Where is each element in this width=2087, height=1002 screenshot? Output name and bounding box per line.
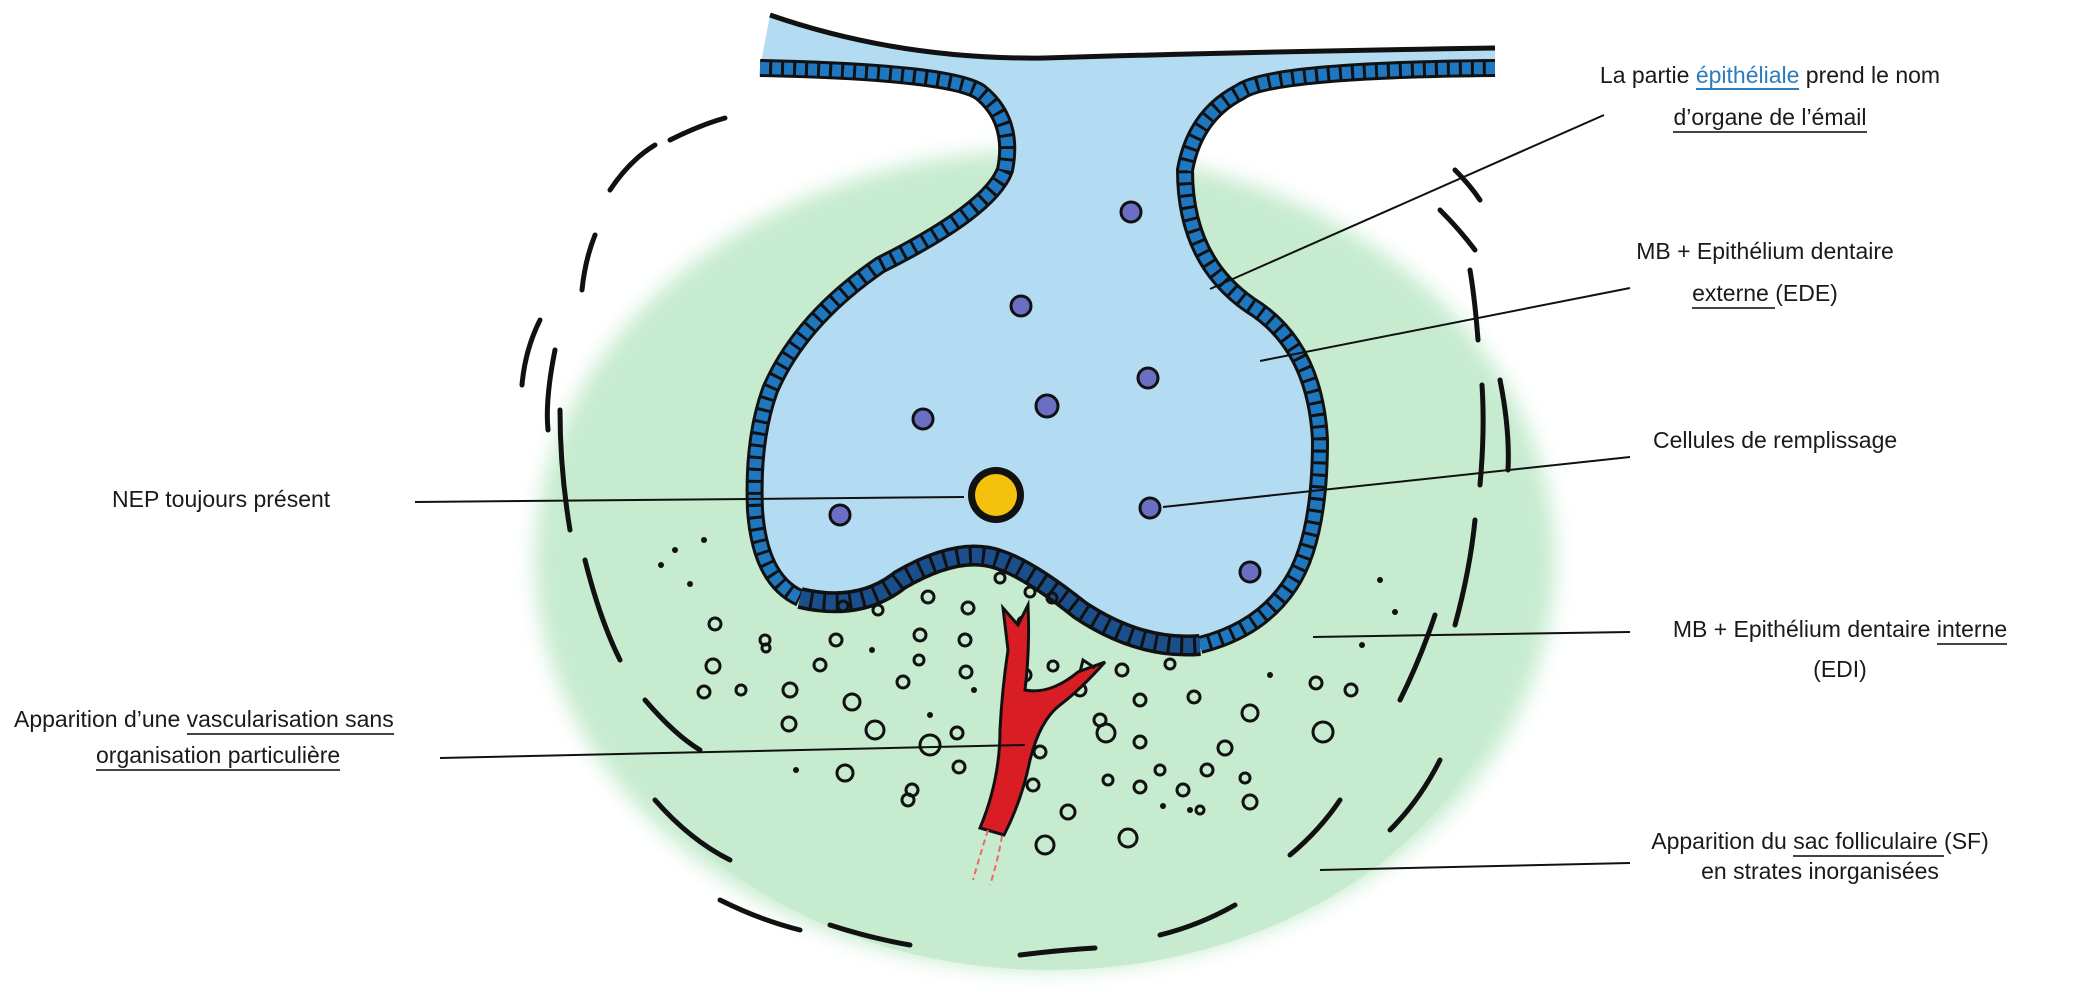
label-sac-line2: en strates inorganisées: [1620, 856, 2020, 886]
label-sac: Apparition du sac folliculaire (SF) en s…: [1620, 826, 2020, 886]
label-ede-line1: MB + Epithélium dentaire: [1600, 236, 1930, 266]
label-edi-interne: interne: [1937, 616, 2007, 645]
label-nep: NEP toujours présent: [112, 484, 330, 514]
label-epithelial: La partie épithéliale prend le nom d’org…: [1560, 60, 1980, 132]
label-ede: MB + Epithélium dentaire externe (EDE): [1600, 236, 1930, 308]
nep-knot: [968, 467, 1024, 523]
label-edi: MB + Epithélium dentaire interne (EDI): [1630, 614, 2050, 684]
label-epithelial-line2: d’organe de l’émail: [1673, 104, 1866, 133]
label-edi-abbr: (EDI): [1630, 654, 2050, 684]
label-vascular: Apparition d’une vascularisation sans or…: [14, 704, 394, 770]
label-remplissage: Cellules de remplissage: [1653, 425, 1897, 455]
label-vascular-u1: vascularisation sans: [187, 706, 394, 735]
highlight-epitheliale: épithéliale: [1696, 62, 1800, 90]
label-ede-externe: externe: [1692, 280, 1775, 309]
label-vascular-u2: organisation particulière: [96, 742, 340, 771]
label-sac-folliculaire: sac folliculaire: [1793, 828, 1944, 857]
label-ede-abbr: (EDE): [1775, 280, 1838, 306]
label-epithelial-line1: La partie épithéliale prend le nom: [1560, 60, 1980, 90]
label-edi-line1: MB + Epithélium dentaire: [1673, 616, 1937, 642]
